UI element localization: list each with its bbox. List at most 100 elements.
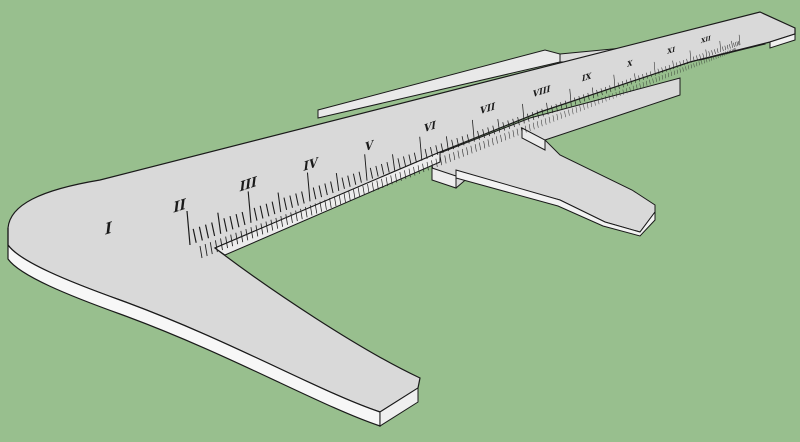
scale-tick: [424, 148, 428, 159]
vernier-tick: [417, 165, 420, 174]
vernier-tick: [487, 139, 490, 147]
scale-tick: [301, 191, 305, 204]
vernier-tick: [608, 94, 610, 101]
vernier-tick: [512, 130, 515, 138]
scale-tick: [408, 154, 412, 165]
vernier-tick: [679, 68, 681, 73]
vernier-tick: [260, 223, 264, 235]
scale-tick: [630, 78, 632, 85]
scale-tick: [596, 89, 599, 97]
scale-numeral: XII: [700, 35, 711, 45]
scale-tick: [679, 61, 682, 67]
scale-numeral: I: [104, 217, 113, 239]
vernier-tick: [690, 64, 692, 69]
vernier-tick: [568, 109, 570, 116]
scale-tick: [621, 81, 624, 88]
vernier-tick: [250, 227, 254, 239]
vernier-tick: [314, 203, 318, 214]
scale-tick: [235, 213, 240, 228]
scale-tick: [318, 185, 323, 198]
scale-tick: [724, 45, 727, 51]
scale-tick: [512, 118, 515, 128]
scale-numeral: X: [627, 58, 634, 69]
vernier-tick: [457, 150, 460, 159]
vernier-tick: [491, 137, 494, 146]
vernier-tick: [470, 145, 473, 154]
vernier-tick: [571, 108, 574, 115]
scale-tick: [600, 88, 603, 96]
vernier-tick: [500, 134, 502, 142]
scale-tick: [626, 79, 628, 86]
vernier-tick: [708, 57, 710, 62]
vernier-tick: [338, 194, 342, 205]
scale-tick: [738, 34, 741, 46]
vernier-tick: [556, 113, 559, 121]
scale-tick: [461, 136, 465, 146]
scale-tick: [341, 177, 345, 189]
vernier-tick: [688, 65, 690, 70]
scale-tick: [403, 156, 407, 167]
vernier-tick: [305, 206, 308, 218]
vernier-tick: [362, 185, 365, 196]
scale-tick: [555, 103, 558, 112]
vernier-tick: [348, 190, 351, 201]
scale-tick: [482, 129, 485, 138]
scale-tick: [241, 211, 246, 226]
vernier-tick: [649, 79, 651, 85]
scale-tick: [711, 50, 713, 56]
vernier-tick: [270, 219, 274, 231]
vernier-tick: [334, 196, 337, 207]
vernier-tick: [594, 99, 596, 106]
scale-tick: [719, 40, 722, 53]
vernier-tick: [353, 189, 356, 199]
scale-tick: [733, 42, 735, 48]
vernier-tick: [719, 53, 721, 58]
scale-tick: [492, 125, 495, 135]
scale-tick: [591, 87, 594, 99]
scale-tick: [672, 60, 675, 70]
scale-numeral: VI: [422, 118, 437, 136]
vernier-tick: [636, 84, 638, 90]
scale-tick: [668, 64, 671, 71]
scale-tick: [583, 94, 586, 102]
scale-numeral: IV: [303, 154, 319, 174]
scale-tick: [708, 51, 710, 57]
vernier-tick: [199, 245, 203, 259]
vernier-tick: [579, 105, 581, 112]
vernier-tick: [717, 54, 719, 59]
scale-tick: [536, 110, 540, 119]
vernier-tick: [448, 153, 451, 162]
scale-tick: [522, 103, 525, 124]
scale-tick: [689, 50, 692, 63]
scale-tick: [609, 85, 612, 92]
scale-tick: [531, 112, 535, 121]
vernier-tick: [698, 61, 700, 66]
scale-tick: [705, 49, 708, 58]
scale-tick: [413, 152, 417, 163]
vernier-tick: [324, 199, 327, 210]
scale-tick: [487, 127, 490, 137]
vernier-tick: [532, 122, 535, 130]
vernier-tick: [504, 133, 507, 141]
vernier-tick: [601, 97, 603, 103]
vernier-tick: [235, 232, 239, 245]
scale-tick: [653, 61, 656, 76]
vernier-tick: [629, 86, 631, 93]
scale-tick: [466, 134, 470, 144]
scale-numeral: II: [172, 195, 187, 217]
scale-tick: [661, 67, 664, 74]
vernier-tick: [309, 205, 313, 216]
scale-tick: [330, 181, 334, 194]
scale-tick: [277, 192, 282, 213]
scale-tick: [380, 163, 385, 175]
scale-tick: [283, 197, 288, 210]
vernier-tick: [626, 88, 628, 94]
vernier-tick: [658, 76, 660, 81]
vernier-tick: [564, 111, 566, 118]
vernier-tick: [622, 89, 624, 95]
vernier-tick: [209, 242, 213, 255]
scale-tick: [352, 173, 357, 185]
scale-tick: [386, 162, 390, 173]
